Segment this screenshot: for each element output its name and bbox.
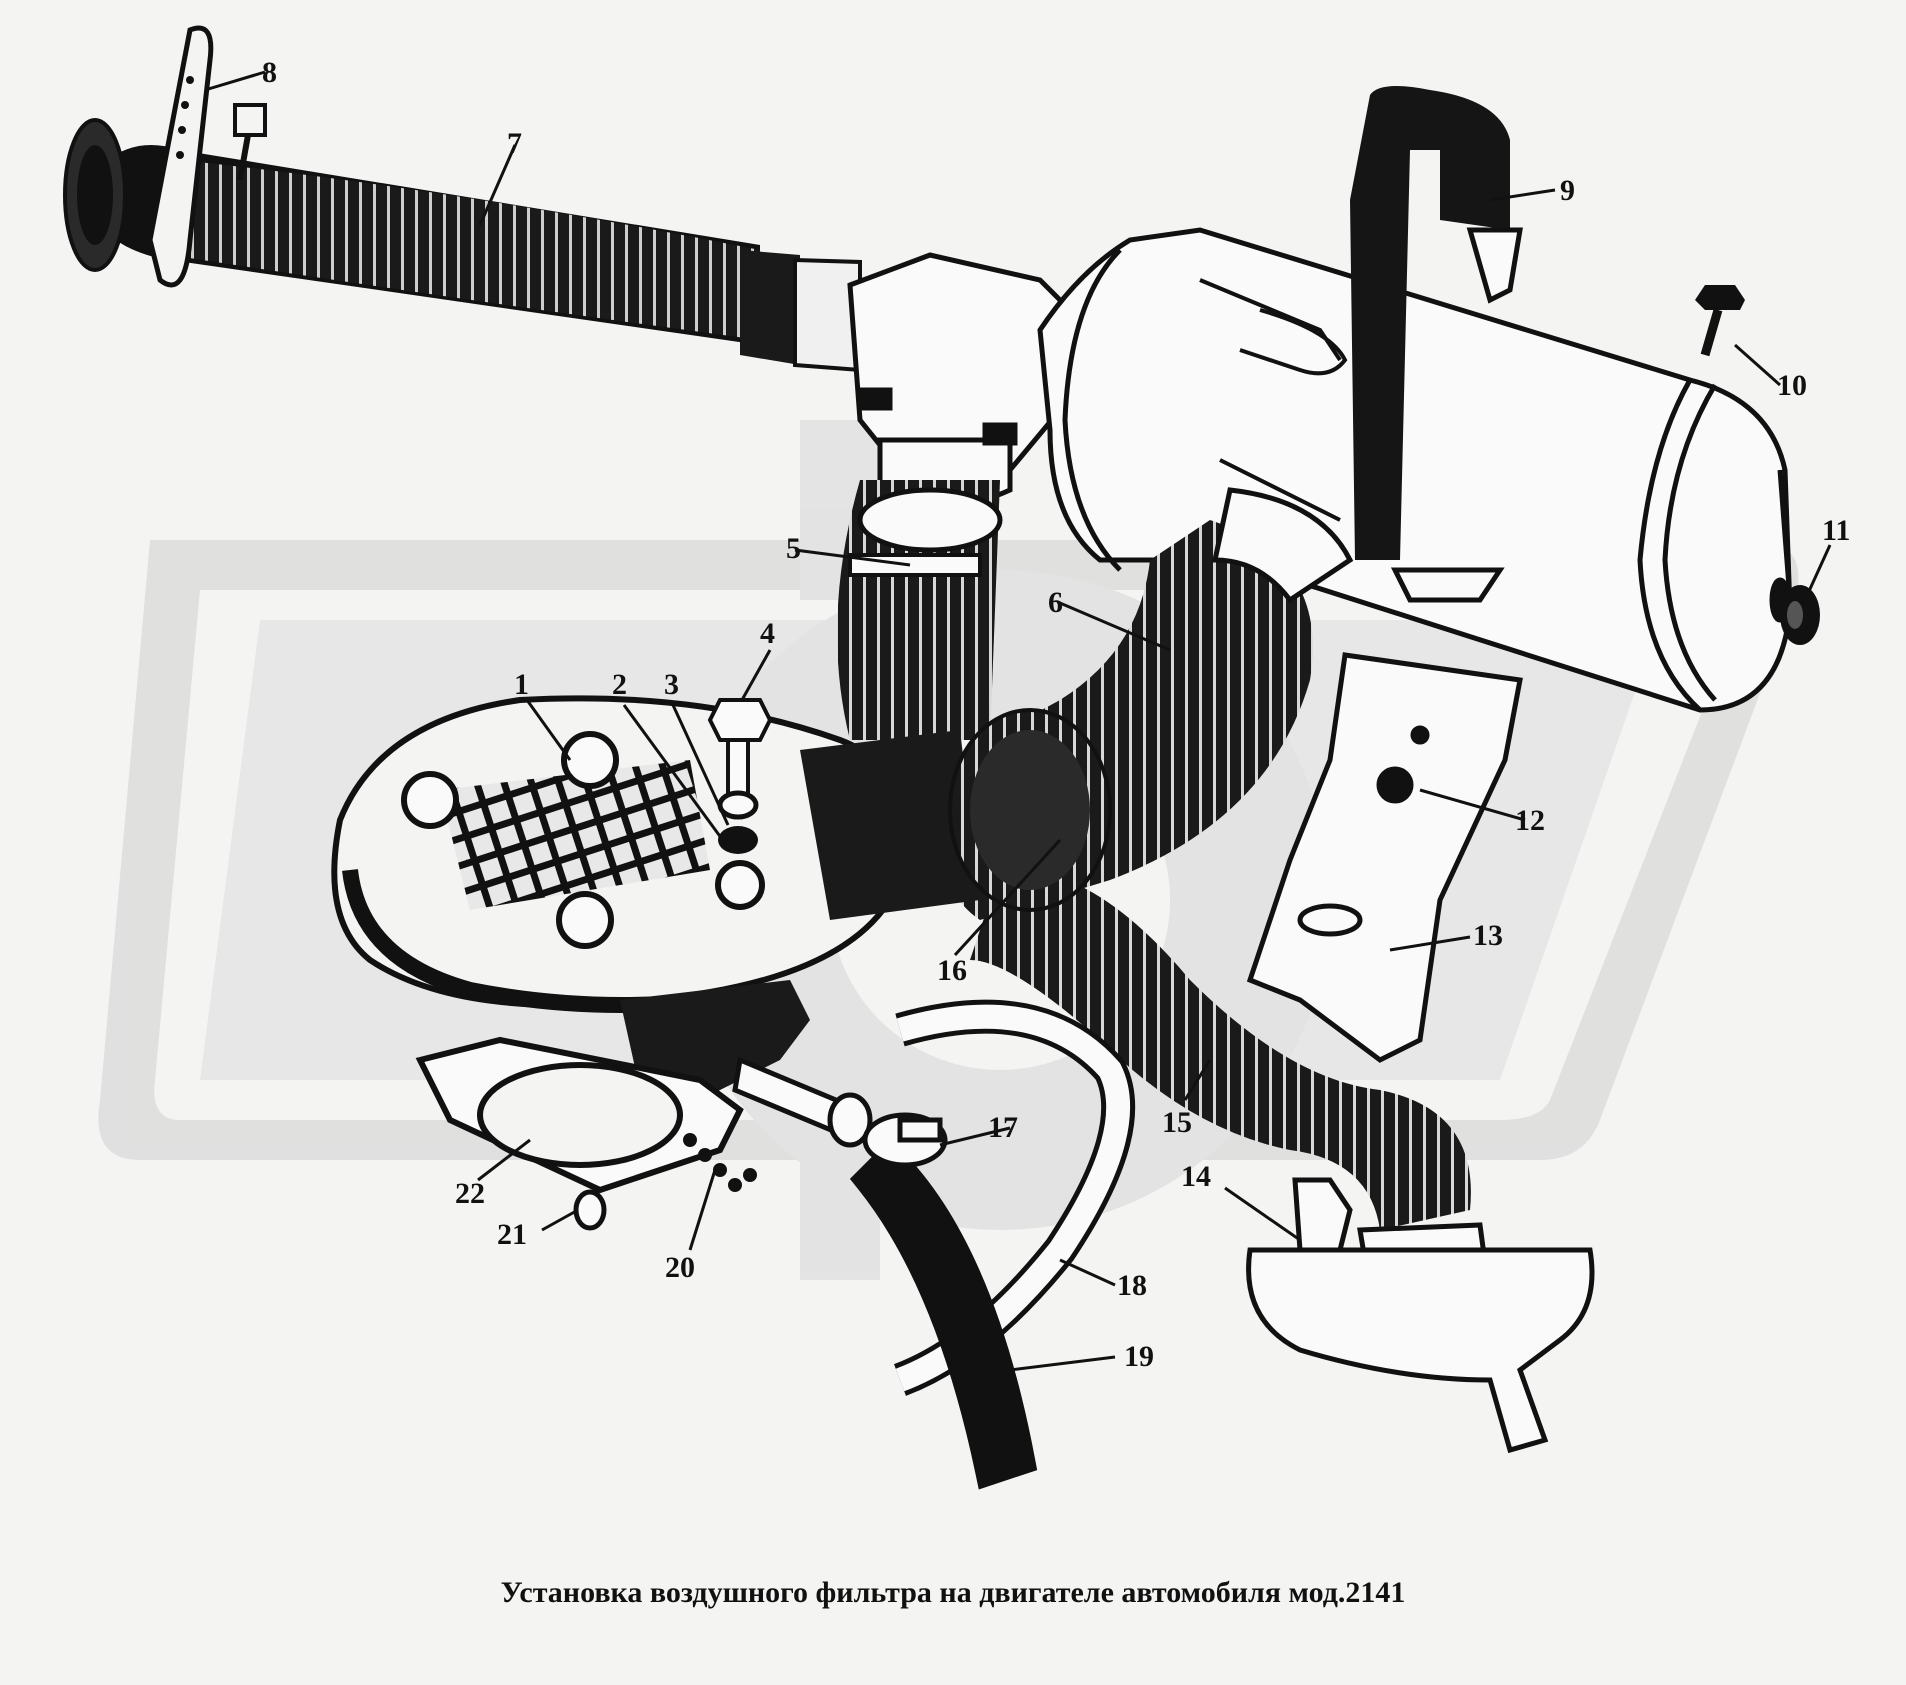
gasket-22: [415, 1036, 744, 1194]
callout-3: 3: [664, 668, 679, 701]
callout-1: 1: [514, 668, 529, 701]
callout-15: 15: [1162, 1106, 1192, 1139]
filter-cover-1: [331, 695, 907, 1013]
screw-10: [1695, 285, 1745, 357]
callout-2: 2: [612, 668, 627, 701]
callout-21: 21: [497, 1218, 527, 1251]
callout-14: 14: [1181, 1160, 1211, 1193]
callout-4: 4: [760, 617, 775, 650]
callout-10: 10: [1777, 369, 1807, 402]
callout-16: 16: [937, 954, 967, 987]
nut-21: [573, 1189, 607, 1231]
callout-12: 12: [1515, 804, 1545, 837]
callout-20: 20: [665, 1251, 695, 1284]
leader-lines: [204, 70, 1832, 1372]
intake-hose-7: [63, 118, 862, 373]
spring-20: [683, 1133, 757, 1192]
snorkel-9: [1350, 86, 1523, 603]
callout-13: 13: [1473, 919, 1503, 952]
hose-19: [849, 1138, 1038, 1490]
strap-8: [147, 25, 267, 288]
nut-11: [1780, 585, 1820, 645]
diagram-caption: Установка воздушного фильтра на двигател…: [500, 1576, 1406, 1609]
callout-11: 11: [1822, 514, 1850, 547]
callout-17: 17: [988, 1111, 1018, 1144]
housing-base: [620, 980, 810, 1100]
shield-14: [1246, 1177, 1595, 1454]
callout-5: 5: [786, 532, 801, 565]
callout-19: 19: [1124, 1340, 1154, 1373]
callout-6: 6: [1048, 586, 1063, 619]
callout-8: 8: [262, 56, 277, 89]
callout-18: 18: [1117, 1269, 1147, 1302]
tube-pipe: [732, 1056, 873, 1148]
elbow-connector: [847, 252, 1063, 508]
clamp-17: [862, 1112, 948, 1168]
callout-22: 22: [455, 1177, 485, 1210]
callout-labels: 1 2 3 4 5 6 7 8 9 10 11 12 13 14 15 16 1…: [262, 56, 1850, 1373]
hose-5: [837, 480, 1003, 740]
callout-7: 7: [507, 127, 522, 160]
bracket-13: [1246, 652, 1523, 1063]
filter-neck: [800, 708, 1112, 920]
callout-9: 9: [1560, 174, 1575, 207]
